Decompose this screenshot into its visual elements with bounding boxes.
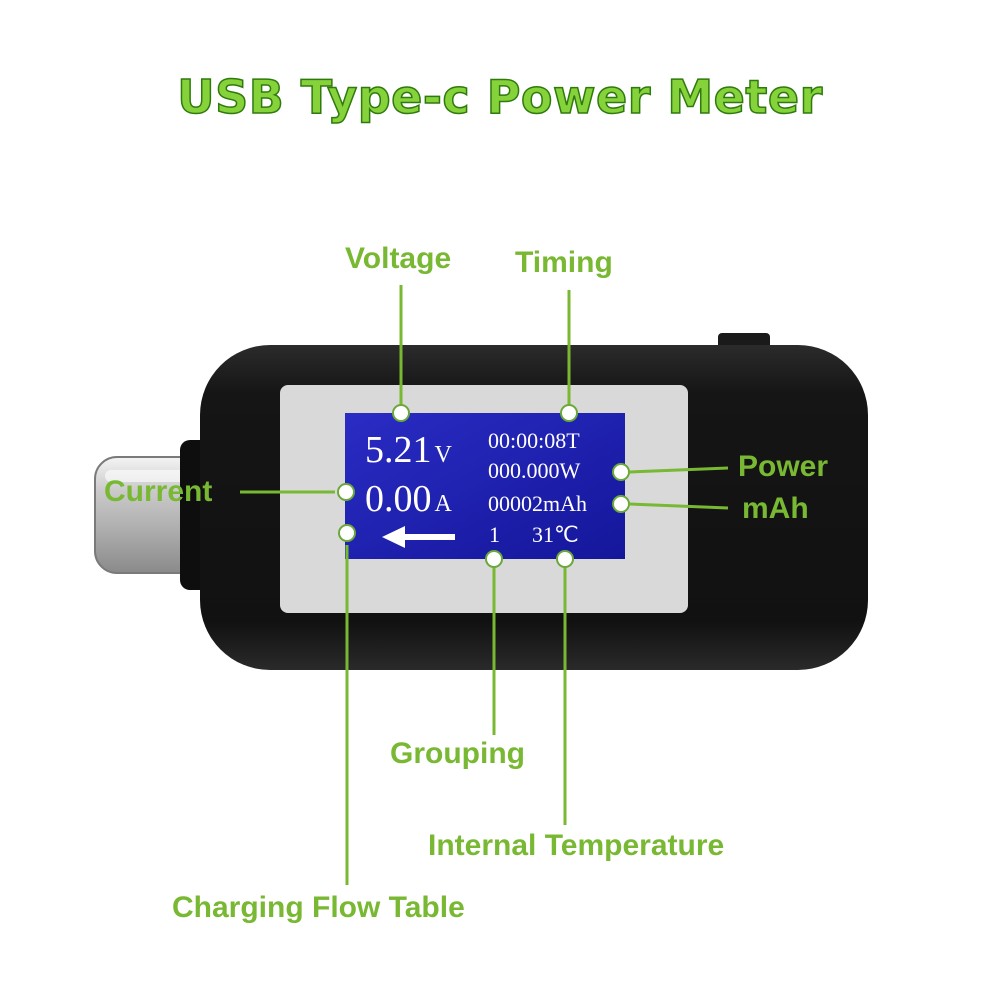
temperature-readout: 31℃ — [532, 522, 579, 547]
mah-dot — [612, 495, 630, 513]
label-grouping: Grouping — [390, 737, 525, 770]
label-voltage: Voltage — [345, 242, 452, 275]
label-timing: Timing — [515, 246, 613, 279]
temperature-dot — [556, 550, 574, 568]
power-readout: 000.000W — [488, 458, 581, 483]
voltage-unit: V — [434, 442, 452, 468]
group-readout: 1 — [489, 522, 500, 547]
leader-lines — [240, 285, 729, 885]
current-dot — [337, 483, 355, 501]
label-charging-flow-table: Charging Flow Table — [172, 891, 465, 924]
charging-direction-arrow — [382, 526, 455, 548]
label-current: Current — [104, 475, 213, 508]
timing-dot — [560, 404, 578, 422]
charging-flow-dot — [338, 524, 356, 542]
voltage-value: 5.21 — [365, 429, 432, 471]
voltage-dot — [392, 404, 410, 422]
mah-readout: 00002mAh — [488, 491, 587, 516]
label-internal-temperature: Internal Temperature — [428, 829, 725, 862]
current-value: 0.00 — [365, 478, 432, 520]
current-unit: A — [434, 491, 452, 517]
label-mah: mAh — [742, 492, 809, 525]
page-title: USB Type-c Power Meter — [176, 69, 823, 125]
label-power: Power — [738, 450, 829, 483]
grouping-dot — [485, 550, 503, 568]
timing-readout: 00:00:08T — [488, 428, 580, 453]
power-dot — [612, 463, 630, 481]
